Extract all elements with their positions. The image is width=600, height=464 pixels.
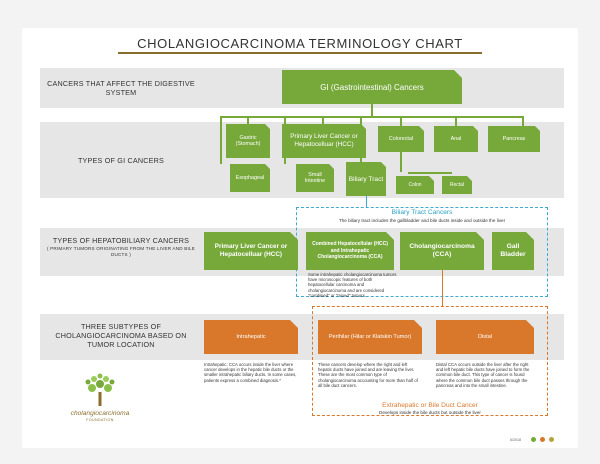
connector-biliary-down <box>366 196 367 208</box>
footer-dot-green <box>531 437 536 442</box>
chart-title: CHOLANGIOCARCINOMA TERMINOLOGY CHART <box>137 36 463 51</box>
connector-anal <box>455 116 457 126</box>
intrahepatic-desc: Intrahepatic: CCA occurs inside the live… <box>204 362 297 383</box>
perihilar-box: Perihilar (Hilar or Klatskin Tumor) <box>318 320 422 354</box>
footer-dot-olive <box>549 437 554 442</box>
connector-pancreas <box>522 116 524 126</box>
cholangiocarcinoma-box: Cholangiocarcinoma (CCA) <box>400 232 484 270</box>
row-label-gi-types: TYPES OF GI CANCERS <box>77 156 165 165</box>
connector-colon-rectal <box>408 172 452 174</box>
extrahepatic-region <box>312 306 548 416</box>
intrahepatic-box: Intrahepatic <box>204 320 298 354</box>
footer-date: 6/2018 <box>510 438 521 442</box>
extrahepatic-desc: Develops inside the bile ducts but outsi… <box>379 410 481 415</box>
connector-gi-horizontal <box>220 116 524 118</box>
connector-cca-down <box>442 270 443 306</box>
extrahepatic-title: Extrahepatic or Bile Duct Cancer <box>382 402 478 409</box>
gastric-box: Gastric (Stomach) <box>226 124 270 158</box>
distal-box: Distal <box>436 320 534 354</box>
logo-sub: FOUNDATION <box>86 418 114 422</box>
connector-colorectal <box>400 116 402 126</box>
biliary-desc: The biliary tract includes the gallbladd… <box>338 218 506 223</box>
row-label-hepatobiliary-sub: ( PRIMARY TUMORS ORIGINATING FROM THE LI… <box>46 246 196 257</box>
row-label-hepatobiliary-main: TYPES OF HEPATOBILIARY CANCERS <box>52 236 190 245</box>
row-label-subtypes: THREE SUBTYPES OF CHOLANGIOCARCINOMA BAS… <box>55 322 187 349</box>
combined-box: Combined Hepatocellular (HCC) and Intrah… <box>306 232 394 270</box>
small-intestine-box: Small Intestine <box>296 164 334 192</box>
row-label-digestive: CANCERS THAT AFFECT THE DIGESTIVE SYSTEM <box>47 79 195 97</box>
anal-box: Anal <box>434 126 478 152</box>
gi-cancers-box: GI (Gastrointestinal) Cancers <box>282 70 462 104</box>
connector-gastric <box>247 116 249 124</box>
connector-gi-down <box>371 104 373 116</box>
primary-liver-box: Primary Liver Cancer or Hepatocelluar (H… <box>282 124 366 158</box>
tree-logo-icon <box>85 373 115 406</box>
hep-primary-liver-box: Primary Liver Cancer or Hepatocelluar (H… <box>204 232 298 270</box>
logo-name: cholangiocarcinoma <box>70 410 130 417</box>
biliary-tract-box: Biliary Tract <box>346 162 386 196</box>
gall-bladder-box: Gall Bladder <box>492 232 534 270</box>
rectal-box: Rectal <box>442 176 472 194</box>
biliary-title: Biliary Tract Cancers <box>391 209 453 216</box>
distal-desc: Distal CCA occurs outside the liver afte… <box>436 362 530 388</box>
colon-box: Colon <box>396 176 434 194</box>
connector-colorectal-down <box>400 152 402 172</box>
combined-note: Some intrahepatic cholangiocarcinoma tum… <box>308 272 397 298</box>
footer-dot-orange <box>540 437 545 442</box>
title-underline <box>118 52 482 54</box>
connector-esophageal <box>220 116 222 164</box>
pancreas-box: Pancreas <box>488 126 540 152</box>
row-label-hepatobiliary: TYPES OF HEPATOBILIARY CANCERS ( PRIMARY… <box>44 236 198 257</box>
colorectal-box: Colorectal <box>378 126 424 152</box>
perihilar-desc: These cancers develop where the right an… <box>318 362 418 388</box>
connector-liver <box>322 116 324 124</box>
esophageal-box: Esophageal <box>230 164 270 192</box>
